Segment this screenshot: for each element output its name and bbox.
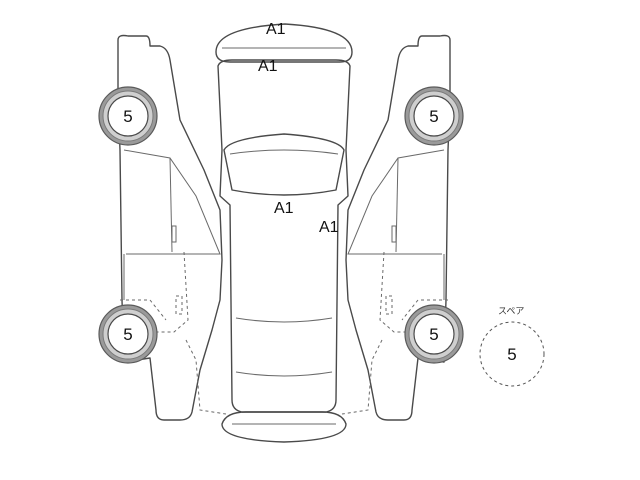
tire-rear-left-value: 5 xyxy=(123,325,133,344)
damage-mark-roof-lower: A1 xyxy=(258,58,278,75)
tire-front-right-icon xyxy=(404,86,464,146)
spare-caption: スペア xyxy=(498,306,525,316)
damage-mark-roof-upper: A1 xyxy=(266,21,286,38)
spare-tire-icon xyxy=(479,321,545,387)
tire-front-left-icon xyxy=(98,86,158,146)
spare-value: 5 xyxy=(507,345,517,364)
car-top-view xyxy=(215,23,353,443)
damage-mark-hood-right: A1 xyxy=(319,219,339,236)
tire-front-left-value: 5 xyxy=(123,107,133,126)
damage-mark-hood-center: A1 xyxy=(274,200,294,217)
tire-rear-right-value: 5 xyxy=(429,325,439,344)
tire-rear-left-icon xyxy=(98,304,158,364)
car-left-side-view xyxy=(117,34,227,421)
tire-front-right-value: 5 xyxy=(429,107,439,126)
tire-rear-right-icon xyxy=(404,304,464,364)
